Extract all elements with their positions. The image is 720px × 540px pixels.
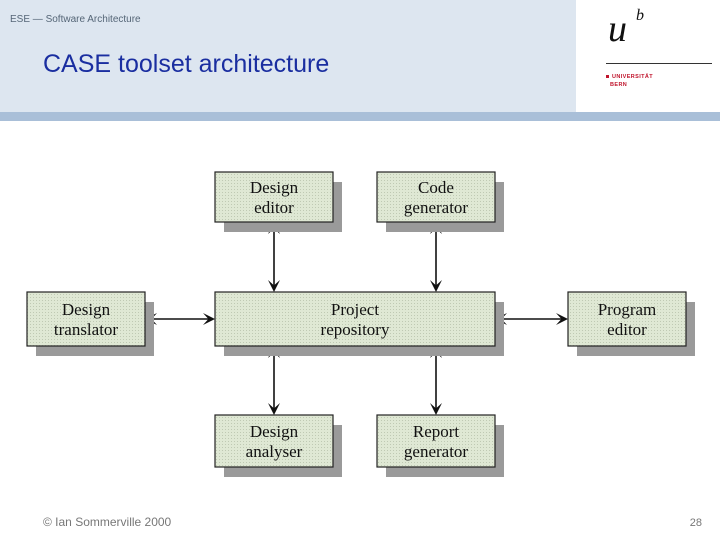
arrow-head — [268, 280, 280, 292]
node-label: Design — [250, 422, 299, 441]
node-label: Program — [598, 300, 657, 319]
arrow-head — [430, 280, 442, 292]
node-box — [214, 414, 334, 468]
node-label: Design — [62, 300, 111, 319]
arrow-head — [430, 403, 442, 415]
node-label: analyser — [246, 442, 303, 461]
arrow-head — [556, 313, 568, 325]
logo-dot — [606, 75, 609, 78]
node-label: repository — [321, 320, 390, 339]
arrow-head — [268, 403, 280, 415]
connector-project-repository-report-generator — [430, 346, 442, 415]
node-label: generator — [404, 198, 469, 217]
node-label: Design — [250, 178, 299, 197]
node-label: editor — [254, 198, 294, 217]
university-logo: u b UNIVERSITÄT BERN — [606, 8, 714, 92]
page-number: 28 — [689, 517, 702, 529]
connector-design-editor-project-repository — [268, 222, 280, 292]
node-label: Code — [418, 178, 454, 197]
node-label: Project — [331, 300, 379, 319]
node-label: Report — [413, 422, 460, 441]
header-band — [0, 0, 576, 112]
node-box — [376, 414, 496, 468]
header-rule — [0, 112, 720, 121]
slide-title: CASE toolset architecture — [43, 50, 330, 78]
node-label: editor — [607, 320, 647, 339]
connector-design-translator-project-repository — [145, 313, 215, 325]
logo-b: b — [636, 7, 644, 24]
copyright: © Ian Sommerville 2000 — [43, 515, 172, 529]
connector-code-generator-project-repository — [430, 222, 442, 292]
connector-project-repository-program-editor — [495, 313, 568, 325]
node-box — [567, 291, 687, 347]
arrow-head — [203, 313, 215, 325]
logo-rule — [606, 63, 712, 64]
course-label: ESE — Software Architecture — [10, 14, 141, 25]
connector-project-repository-design-analyser — [268, 346, 280, 415]
logo-u: u — [608, 8, 627, 50]
node-box — [26, 291, 146, 347]
node-label: generator — [404, 442, 469, 461]
logo-university-text: UNIVERSITÄT — [612, 74, 654, 80]
node-box — [214, 171, 334, 223]
node-box — [214, 291, 496, 347]
logo-city-text: BERN — [610, 82, 628, 88]
node-box — [376, 171, 496, 223]
node-label: translator — [54, 320, 119, 339]
